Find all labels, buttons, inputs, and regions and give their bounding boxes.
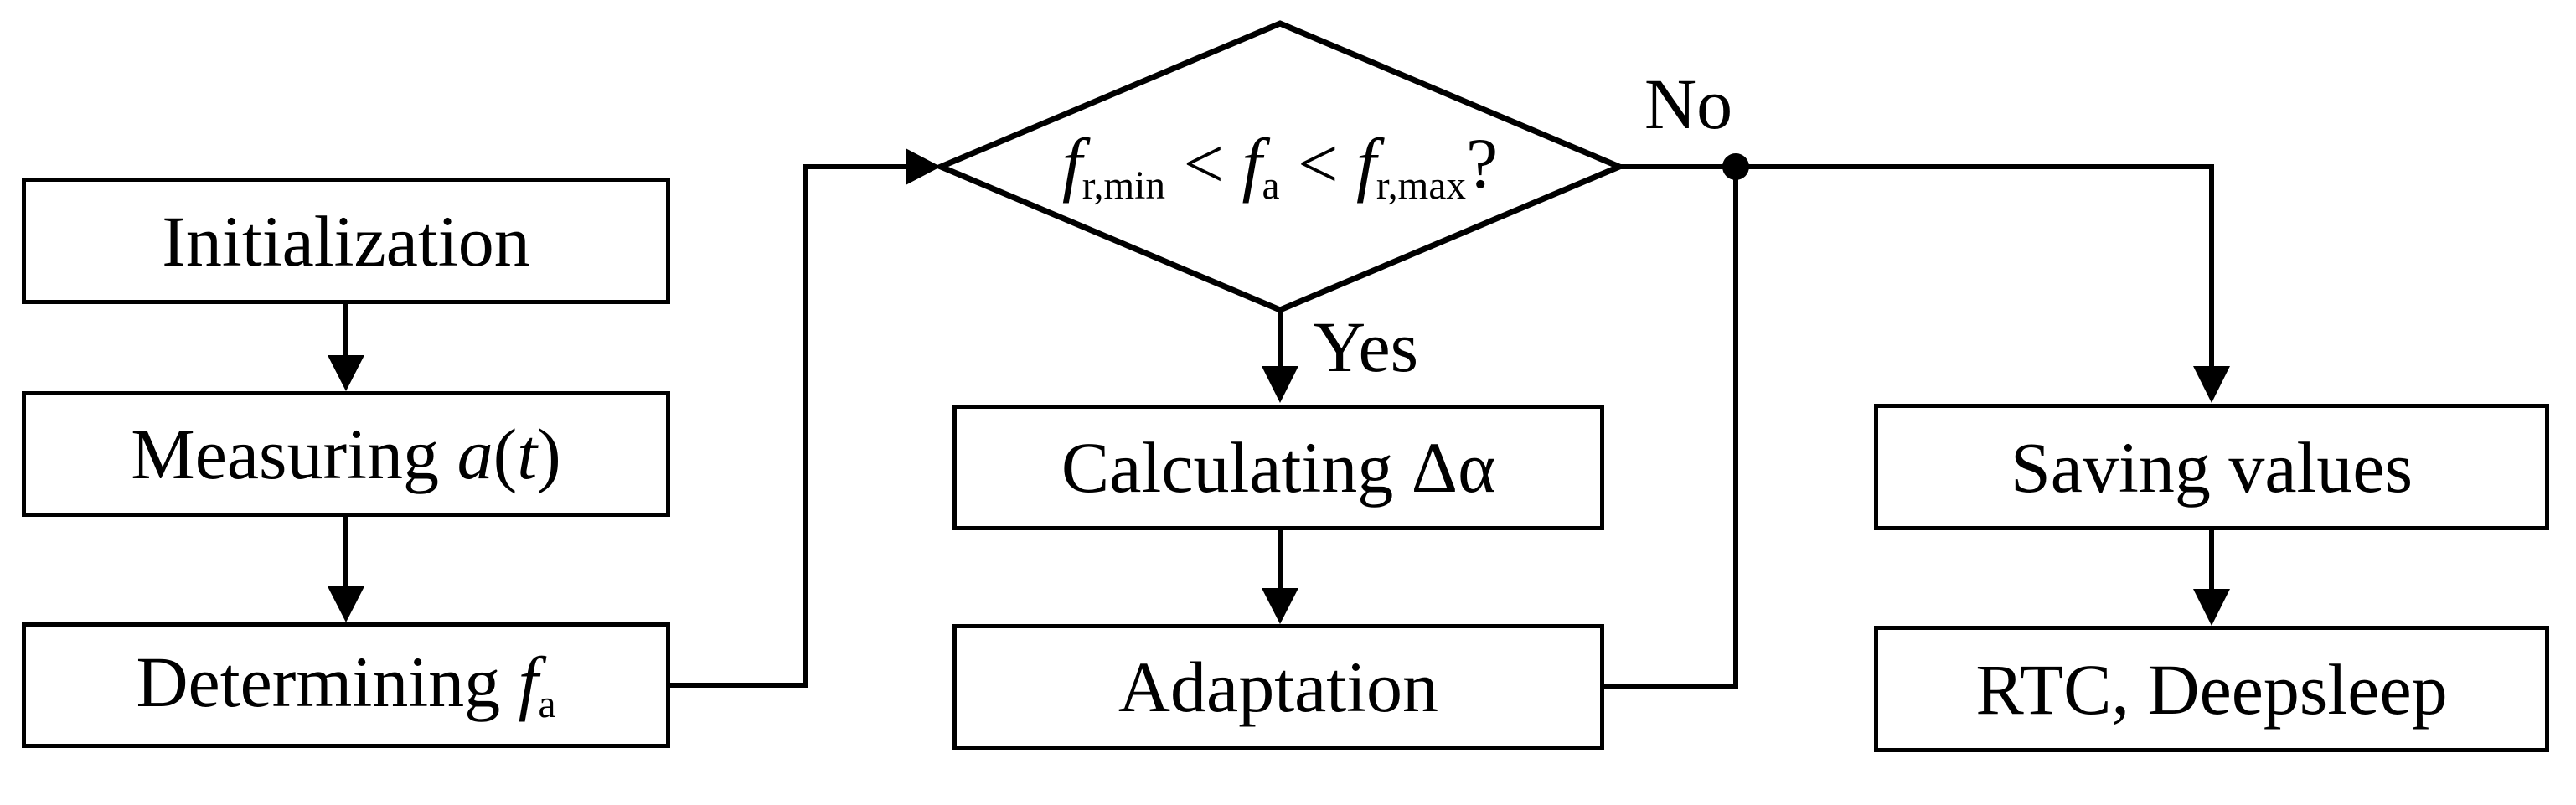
node-measuring: Measuring a(t) <box>22 391 670 517</box>
arrowhead-saving-to-rtc <box>2193 589 2230 626</box>
decision-diamond-label: fr,min < fa < fr,max? <box>970 100 1590 234</box>
branch-label-yes: Yes <box>1314 307 1419 387</box>
node-determining-label: Determining fa <box>136 641 556 726</box>
node-rtc: RTC, Deepsleep <box>1874 626 2549 752</box>
arrowhead-calculating-to-adaptation <box>1262 588 1298 624</box>
node-adaptation-label: Adaptation <box>1118 647 1439 727</box>
branch-label-no: No <box>1644 64 1733 144</box>
connector-adaptation-to-junction <box>1604 167 1738 689</box>
node-measuring-label: Measuring a(t) <box>131 414 561 494</box>
node-calculating: Calculating Δα <box>952 405 1604 530</box>
node-calculating-label: Calculating Δα <box>1061 427 1496 508</box>
junction-dot <box>1722 153 1749 180</box>
node-adaptation: Adaptation <box>952 624 1604 750</box>
arrowhead-determining-to-decision <box>906 148 941 185</box>
node-saving: Saving values <box>1874 404 2549 530</box>
node-initialization-label: Initialization <box>162 200 530 281</box>
arrowhead-decision-to-calculating <box>1262 366 1298 403</box>
arrowhead-measuring-to-determining <box>328 586 364 622</box>
node-rtc-label: RTC, Deepsleep <box>1975 648 2448 730</box>
node-determining: Determining fa <box>22 622 670 748</box>
arrowhead-decision-to-saving <box>2193 366 2230 403</box>
connector-decision-to-saving <box>1619 164 2214 369</box>
arrowhead-initialization-to-measuring <box>328 355 364 391</box>
connector-determining-to-decision <box>670 164 906 688</box>
node-saving-label: Saving values <box>2010 426 2413 508</box>
decision-condition-text: fr,min < fa < fr,max? <box>1061 122 1499 208</box>
node-initialization: Initialization <box>22 178 670 304</box>
